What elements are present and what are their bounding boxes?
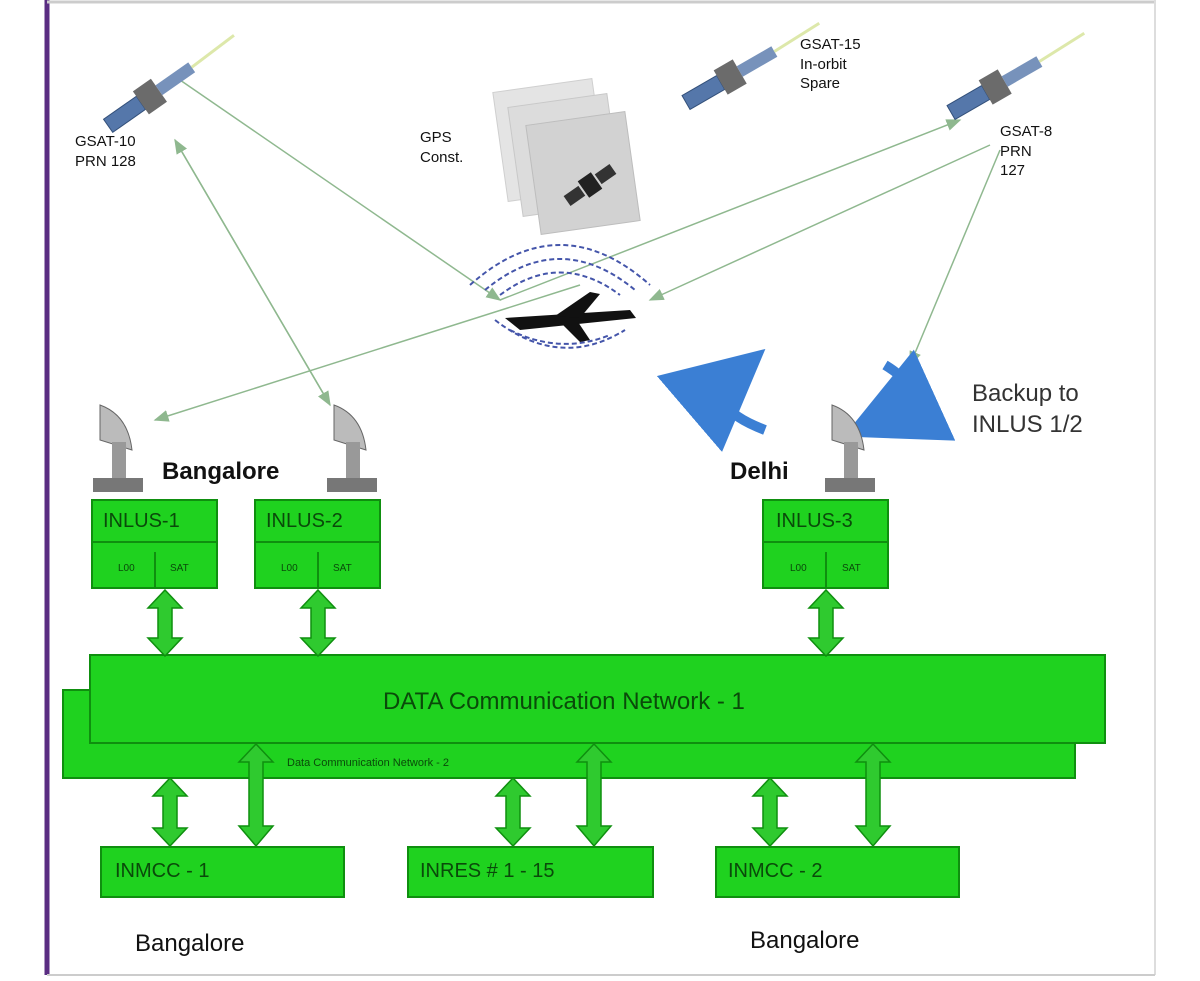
gps-constellation-label: GPS Const. [420,129,464,166]
dcn1-label: DATA Communication Network - 1 [383,688,745,715]
inlus-3-cell-a: L00 [790,563,807,574]
backup-arrow-right-icon [843,349,956,441]
dish-antenna-icon-1 [93,404,143,492]
satellite-links [153,79,1001,422]
inmcc-1-box [100,846,345,898]
satellite-icon-gsat15 [681,21,821,111]
gsat15-label: GSAT-15 In-orbit Spare [800,36,861,92]
satellite-icon-gsat8 [946,31,1086,121]
city-label-delhi: Delhi [730,458,789,485]
inres-box [407,846,654,898]
satellite-icon-gsat10 [102,34,235,134]
city-label-bangalore-left: Bangalore [135,930,245,957]
inlus-2-label: INLUS-2 [266,510,343,532]
backup-note: Backup to INLUS 1/2 [972,380,1083,439]
inlus-2-box [254,499,381,589]
inres-label: INRES # 1 - 15 [420,860,555,882]
inlus-3-cell-b: SAT [842,563,861,574]
inlus-1-cell-b: SAT [170,563,189,574]
gps-constellation-icon [492,78,641,235]
inmcc-2-box [715,846,960,898]
gsat10-label: GSAT-10 PRN 128 [75,133,136,170]
inmcc-2-label: INMCC - 2 [728,860,823,882]
gsat8-label: GSAT-8 PRN 127 [1000,123,1053,179]
city-label-bangalore-top: Bangalore [162,458,280,485]
inlus-2-cell-a: L00 [281,563,298,574]
dish-antenna-icon-2 [327,404,377,492]
dish-antenna-icon-3 [825,404,875,492]
inlus-3-label: INLUS-3 [776,510,853,532]
dcn2-label: Data Communication Network - 2 [287,757,450,769]
dcn1-bar [89,654,1106,744]
inlus-1-label: INLUS-1 [103,510,180,532]
double-arrows [146,588,892,848]
inlus-3-box [762,499,889,589]
aircraft-icon [469,244,651,349]
inlus-1-box [91,499,218,589]
city-label-bangalore-right: Bangalore [750,927,860,954]
inlus-1-cell-a: L00 [118,563,135,574]
backup-arrow-left-icon [656,348,767,453]
inlus-2-cell-b: SAT [333,563,352,574]
inmcc-1-label: INMCC - 1 [115,860,210,882]
